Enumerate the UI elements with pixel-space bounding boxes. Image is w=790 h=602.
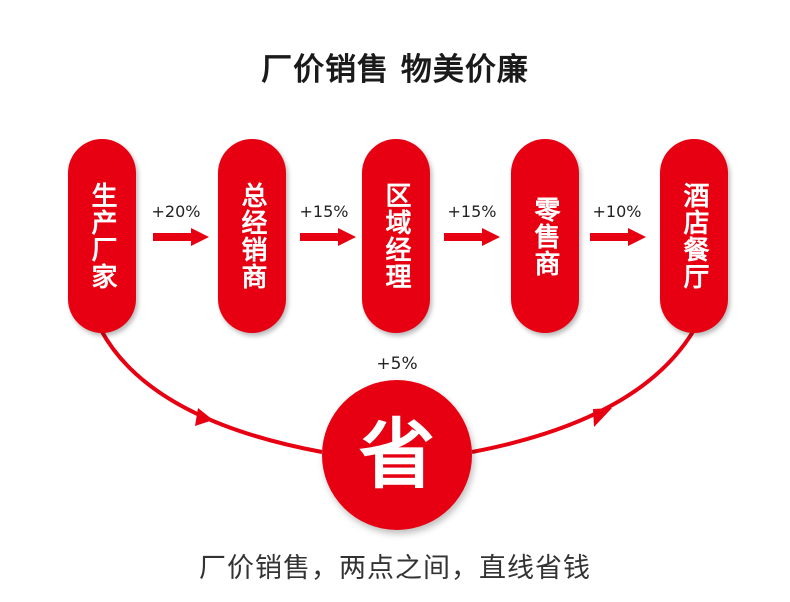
chain-node-label: 零售商 xyxy=(530,195,560,277)
chain-node-retailer: 零售商 xyxy=(511,139,579,333)
direct-markup-label: +5% xyxy=(376,354,418,374)
chain-node-regional-manager: 区域经理 xyxy=(362,139,430,333)
footer-slogan: 厂价销售，两点之间，直线省钱 xyxy=(199,553,591,584)
markup-label: +15% xyxy=(299,202,349,221)
right-arrow-icon xyxy=(153,228,209,246)
save-circle: 省 xyxy=(322,380,472,530)
markup-label: +10% xyxy=(592,202,642,221)
right-arrow-icon xyxy=(444,228,500,246)
chain-node-distributor: 总经销商 xyxy=(218,139,286,333)
markup-label: +15% xyxy=(447,202,497,221)
chain-node-restaurant: 酒店餐厅 xyxy=(660,139,728,333)
right-arrow-icon xyxy=(590,228,646,246)
chain-node-label: 区域经理 xyxy=(381,182,411,290)
chain-node-label: 生产厂家 xyxy=(87,182,117,290)
chain-node-manufacturer: 生产厂家 xyxy=(68,139,136,333)
curve-arrowhead-right xyxy=(593,408,612,427)
chain-node-label: 酒店餐厅 xyxy=(679,182,709,290)
chain-node-label: 总经销商 xyxy=(237,182,267,290)
curve-arrowhead-left xyxy=(195,408,213,426)
markup-label: +20% xyxy=(151,202,201,221)
page-title: 厂价销售 物美价廉 xyxy=(261,52,529,88)
save-circle-label: 省 xyxy=(359,410,435,499)
right-arrow-icon xyxy=(300,228,356,246)
